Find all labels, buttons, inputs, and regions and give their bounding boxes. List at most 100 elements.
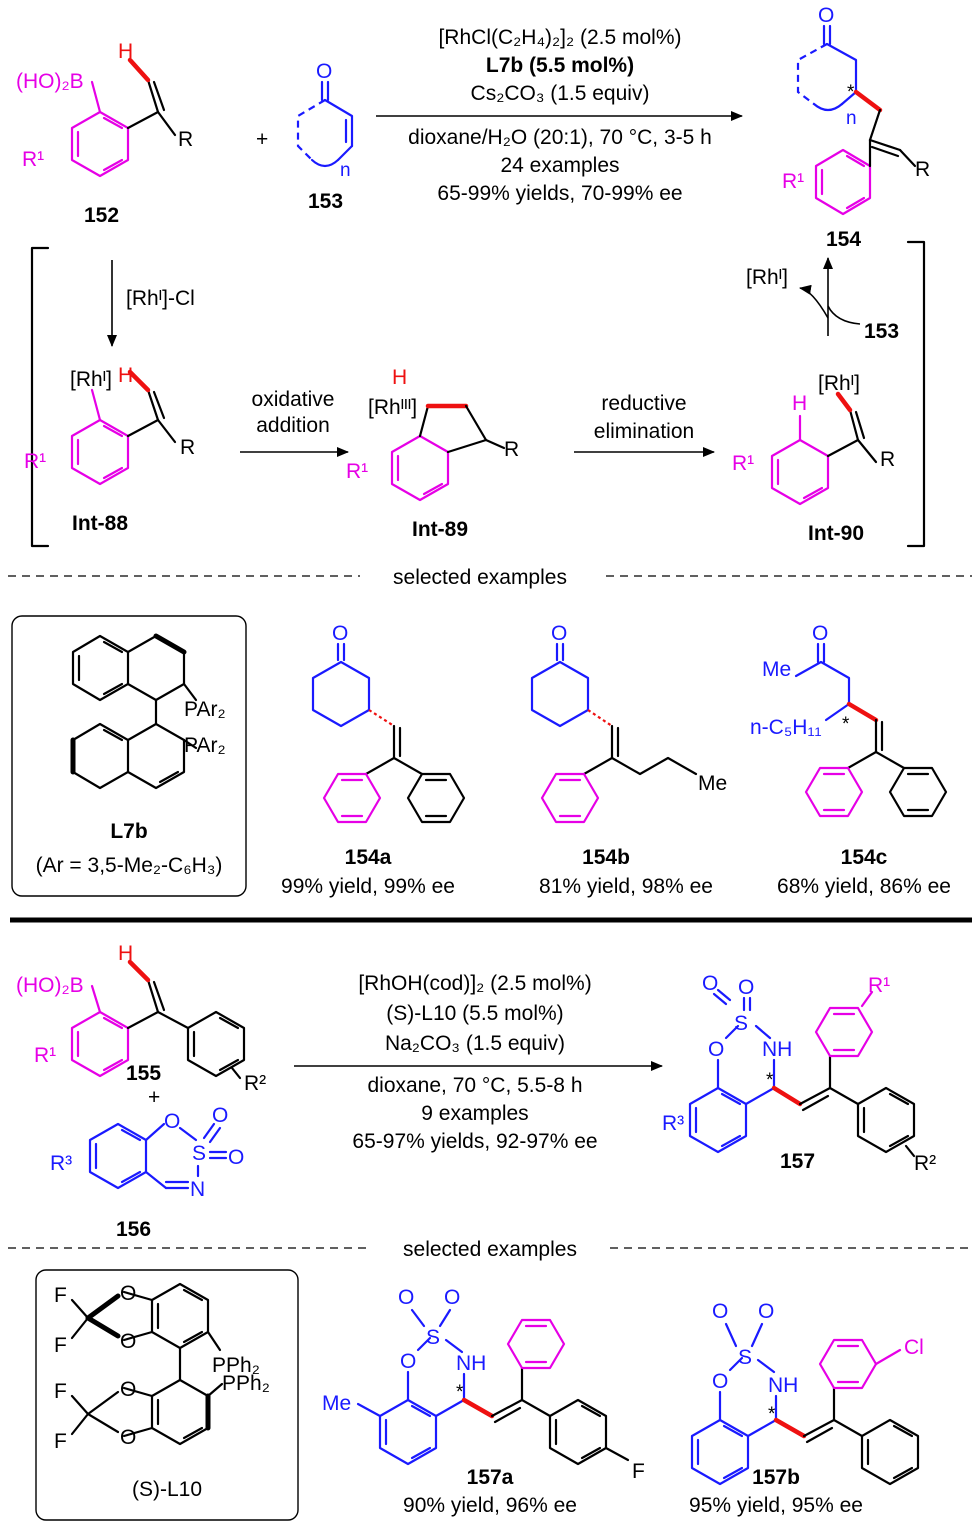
compound-155: R² (HO)₂B H R¹ 155 + — [16, 942, 266, 1109]
oxygen-label: O — [712, 1370, 728, 1393]
methyl-label: Me — [762, 658, 791, 681]
oxygen-label: O — [120, 1426, 136, 1449]
example-157a-result: 90% yield, 96% ee — [403, 1494, 577, 1517]
oxygen-label: O — [812, 622, 828, 645]
r3-label: R³ — [662, 1112, 684, 1135]
oxygen-label: O — [702, 972, 718, 995]
r3-label: R³ — [50, 1152, 72, 1175]
chloro-label: Cl — [904, 1336, 924, 1359]
r2-label: R² — [244, 1072, 266, 1095]
boronic-acid-label: (HO)₂B — [16, 974, 84, 997]
ligand-l10-box: O O F F PPh₂ PPh₂ O O F F (S)-L10 — [35, 1269, 299, 1521]
r1-label: R¹ — [22, 148, 44, 171]
fluorine-label: F — [54, 1284, 67, 1307]
intermediate-int-90: [Rhᴵ] H R¹ R Int-90 — [732, 372, 895, 545]
compound-154: O n * R R¹ 154 — [782, 4, 930, 251]
oxygen-label: O — [758, 1300, 774, 1323]
r1-label: R¹ — [24, 450, 46, 473]
condition-6: 65-97% yields, 92-97% ee — [352, 1130, 597, 1153]
compound-153-in-label: 153 — [864, 320, 899, 343]
example-154b-result: 81% yield, 98% ee — [539, 875, 713, 898]
nh-label: NH — [456, 1352, 486, 1375]
r-label: R — [915, 158, 930, 181]
sulfur-label: S — [426, 1326, 440, 1349]
plus-sign: + — [148, 1086, 160, 1109]
nh-label: NH — [762, 1038, 792, 1061]
compound-153-label: 153 — [308, 190, 343, 213]
sulfur-label: S — [734, 1012, 748, 1035]
oxygen-label: O — [551, 622, 567, 645]
example-157b-result: 95% yield, 95% ee — [689, 1494, 863, 1517]
r2-label: R² — [914, 1152, 936, 1175]
r1-label: R¹ — [346, 460, 368, 483]
conditions-scheme2: [RhOH(cod)]₂ (2.5 mol%) (S)-L10 (5.5 mol… — [294, 972, 663, 1153]
condition-3: Na₂CO₃ (1.5 equiv) — [385, 1032, 565, 1055]
fluorine-label: F — [54, 1380, 67, 1403]
oxygen-label: O — [120, 1378, 136, 1401]
r-label: R — [178, 128, 193, 151]
pAr2-label: PAr₂ — [184, 698, 226, 721]
example-154c: O Me n-C₅H₁₁ * 154c 68% yield, 86% ee — [750, 622, 951, 898]
stereo-star: * — [768, 1404, 776, 1425]
intermediate-int-89: [Rhᴵᴵᴵ] H R¹ R Int-89 — [346, 366, 519, 541]
selected-examples-heading: selected examples — [393, 566, 567, 589]
boronic-acid-label: (HO)₂B — [16, 70, 84, 93]
ligand-l7b-box: PAr₂ PAr₂ L7b (Ar = 3,5-Me₂-C₆H₃) — [11, 615, 247, 897]
rh-cl-label: [Rhᴵ]-Cl — [126, 287, 195, 310]
oxygen-label: O — [738, 976, 754, 999]
h-atom-label: H — [118, 364, 133, 387]
int-89-label: Int-89 — [412, 518, 468, 541]
mechanism-bracket-left — [30, 246, 50, 548]
pph2-label: PPh₂ — [212, 1354, 260, 1377]
oxygen-label: O — [120, 1282, 136, 1305]
r-label: R — [880, 448, 895, 471]
example-154c-label: 154c — [841, 846, 888, 869]
example-154a: O 154a 99% yield, 99% ee — [281, 622, 466, 898]
oxygen-label: O — [444, 1286, 460, 1309]
condition-3: Cs₂CO₃ (1.5 equiv) — [471, 82, 650, 105]
stereo-star: * — [766, 1070, 774, 1091]
nitrogen-label: N — [190, 1178, 205, 1201]
rh-i-label: [Rhᴵ] — [70, 368, 112, 391]
r1-label: R¹ — [34, 1044, 56, 1067]
compound-152-label: 152 — [84, 204, 119, 227]
compound-155-label: 155 — [126, 1062, 161, 1085]
ligand-l10-name: (S)-L10 — [132, 1478, 202, 1501]
rh-i-label: [Rhᴵ] — [818, 372, 860, 395]
rh-iii-label: [Rhᴵᴵᴵ] — [368, 396, 417, 419]
mechanism-bracket-right — [906, 240, 926, 548]
oxygen-label: O — [708, 1038, 724, 1061]
oxygen-label: O — [818, 4, 834, 27]
example-157a-label: 157a — [467, 1466, 514, 1489]
h-atom-label: H — [392, 366, 407, 389]
oxygen-label: O — [164, 1110, 180, 1133]
ligand-l7b-name: L7b — [110, 820, 147, 843]
h-atom-label: H — [118, 40, 133, 63]
oxygen-label: O — [332, 622, 348, 645]
example-157a: Me O S O O NH * F 157a 90% yield, 96% ee — [322, 1286, 645, 1517]
stereo-star: * — [456, 1382, 464, 1403]
h-atom-label: H — [118, 942, 133, 965]
elimination-label: elimination — [594, 420, 694, 443]
example-154b-label: 154b — [582, 846, 630, 869]
rh-release-arrow — [799, 284, 829, 319]
intermediate-int-88: [Rhᴵ] H R¹ R Int-88 — [24, 364, 195, 535]
example-157b: O S O O NH * Cl 157b 95% yield, 95% ee — [689, 1300, 924, 1517]
r1-label: R¹ — [868, 974, 890, 997]
fluorine-label: F — [54, 1430, 67, 1453]
fluorine-label: F — [54, 1334, 67, 1357]
oxygen-label: O — [212, 1104, 228, 1127]
compound-153: O n 153 — [296, 60, 354, 213]
r-label: R — [504, 438, 519, 461]
n-label: n — [846, 108, 857, 129]
oxygen-label: O — [398, 1286, 414, 1309]
pph2-label: PPh₂ — [222, 1372, 270, 1395]
condition-5: 24 examples — [500, 154, 619, 177]
oxygen-label: O — [228, 1146, 244, 1169]
condition-6: 65-99% yields, 70-99% ee — [437, 182, 682, 205]
h-atom-label: H — [792, 392, 807, 415]
pentyl-label: n-C₅H₁₁ — [750, 716, 822, 739]
condition-1: [RhOH(cod)]₂ (2.5 mol%) — [358, 972, 591, 995]
condition-2: L7b (5.5 mol%) — [486, 54, 634, 77]
compound-157-label: 157 — [780, 1150, 815, 1173]
